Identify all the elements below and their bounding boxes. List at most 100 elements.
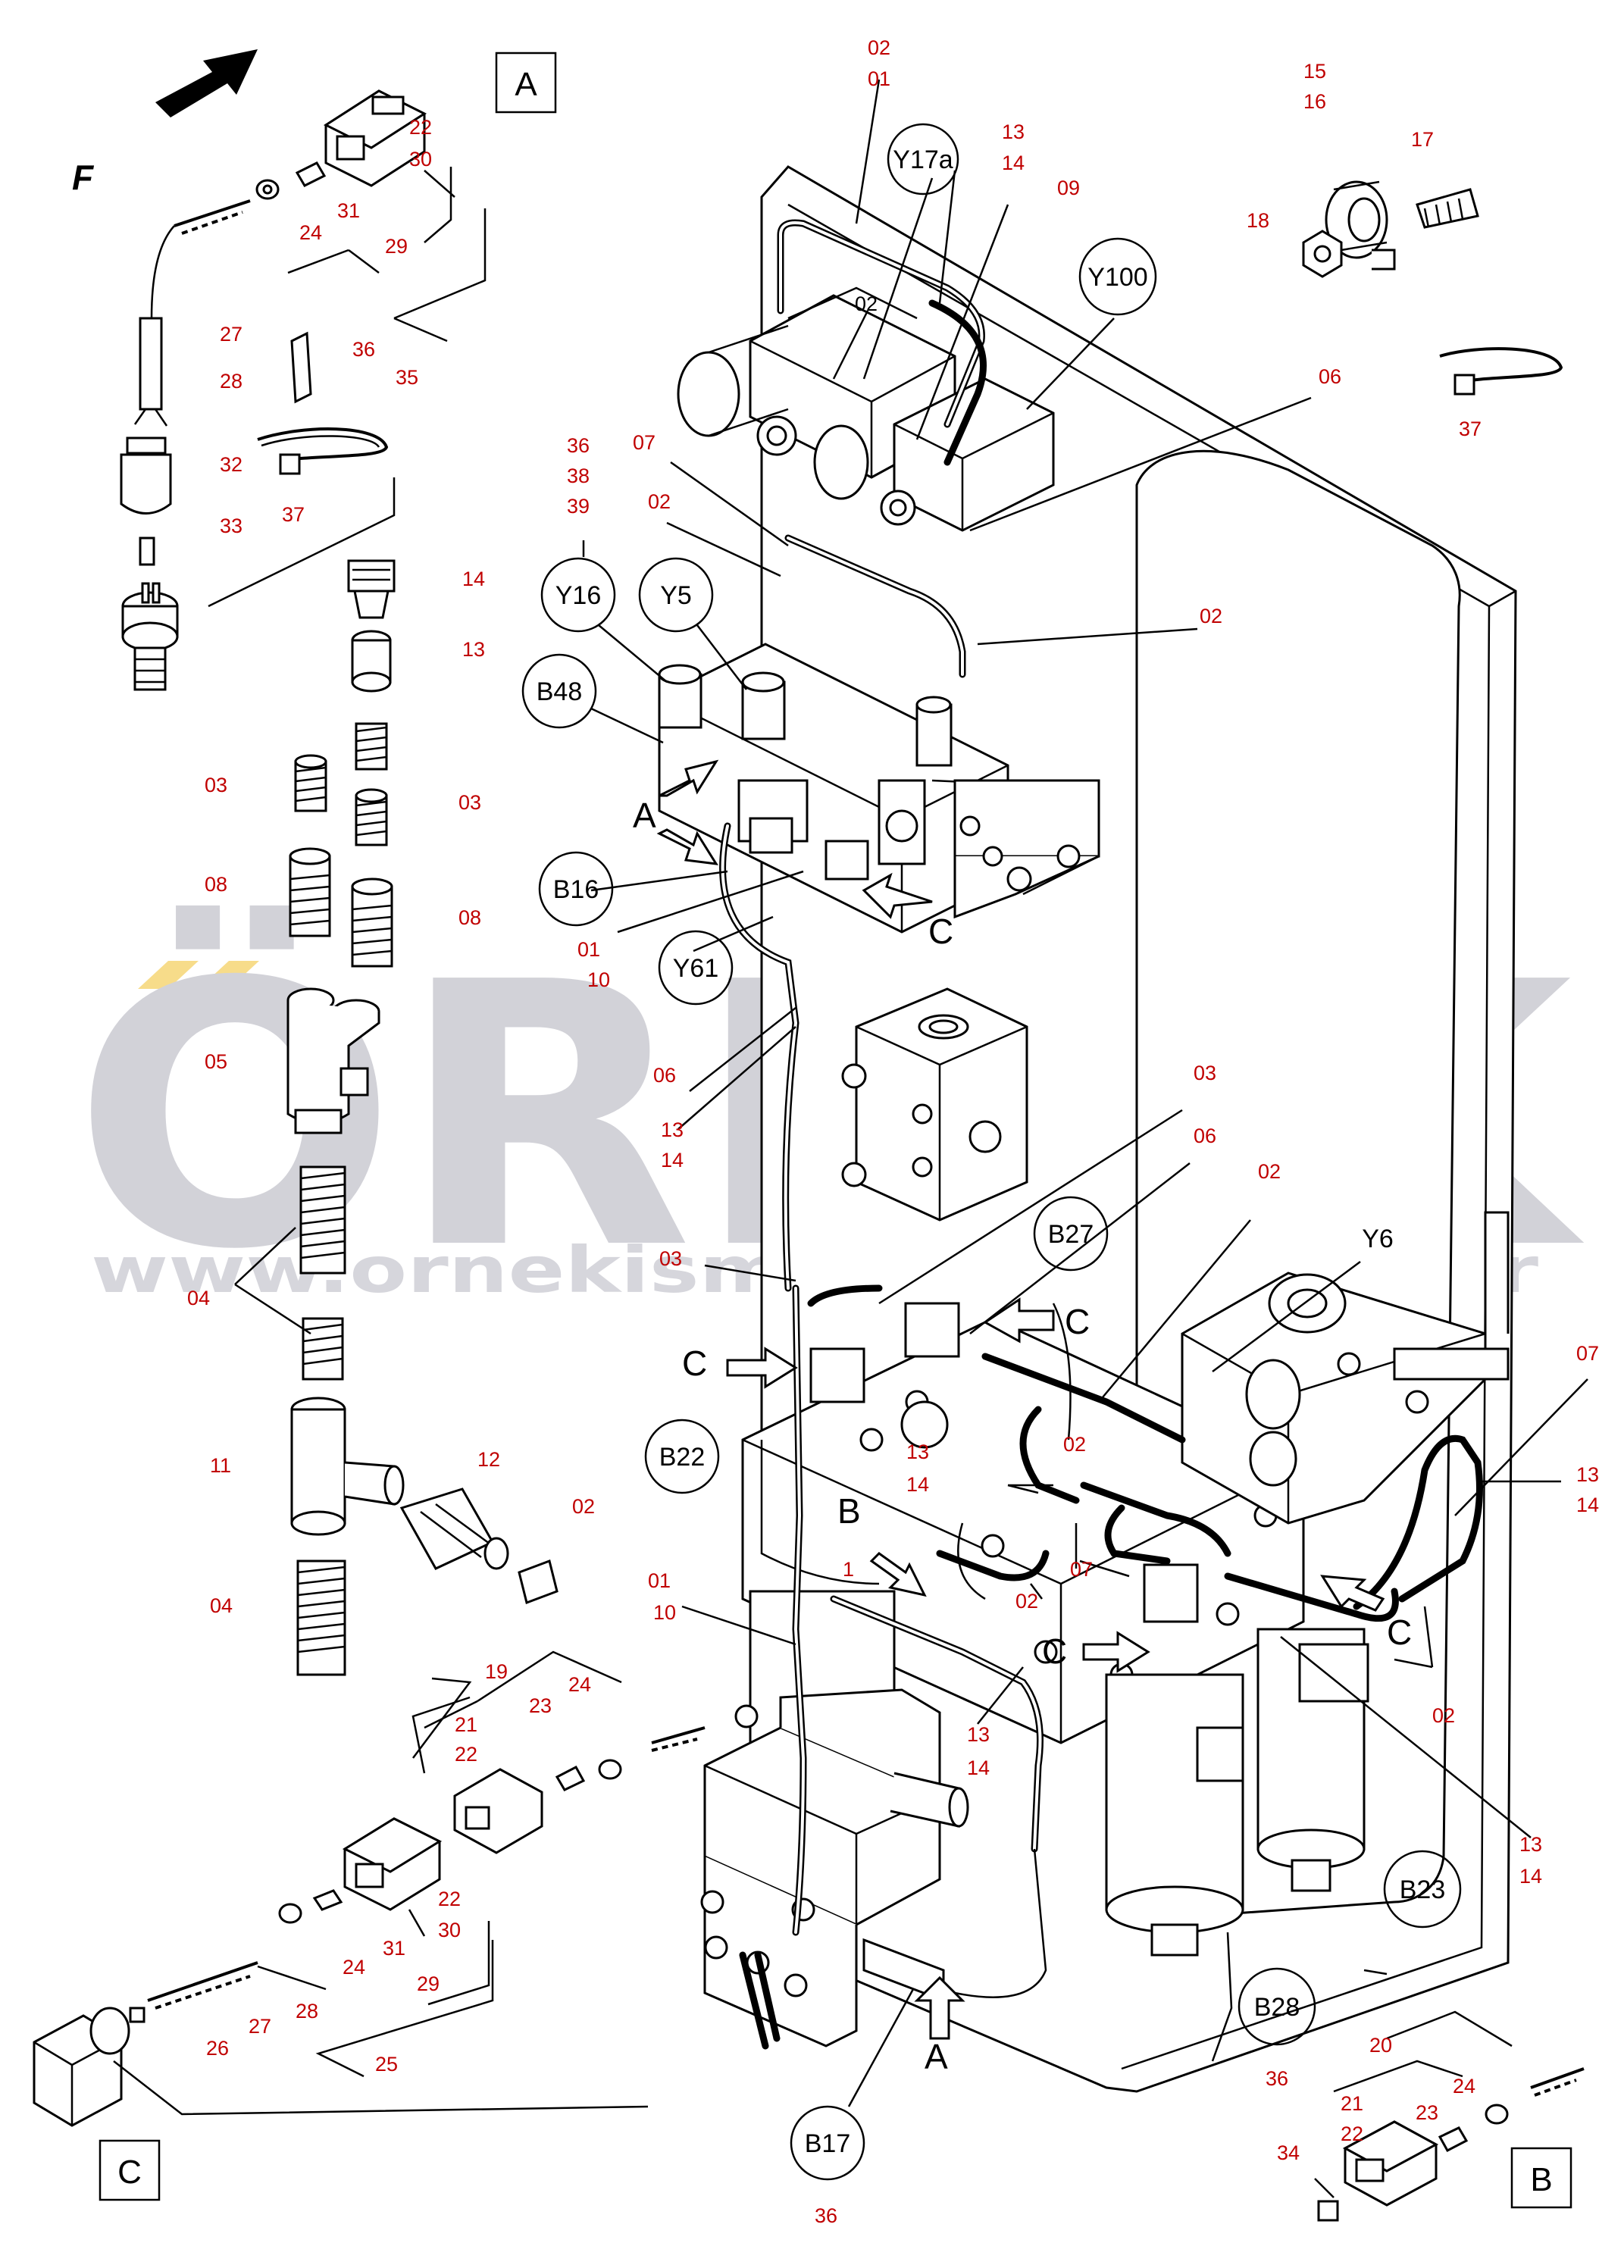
callout-label: 17 [1411, 128, 1434, 151]
callout-label: 01 [577, 938, 600, 961]
box-label-a: A [495, 52, 557, 114]
view-arrow-a-lower: A [914, 1976, 965, 2076]
callout-label: 37 [282, 503, 305, 526]
tag-b27: B27 [1033, 1196, 1109, 1272]
callout-label: 02 [868, 36, 890, 59]
component-tags: Y17a Y100 Y16 Y5 B48 B16 Y61 B27 [521, 123, 1462, 2181]
callout-label: 23 [529, 1694, 552, 1717]
callout-label: 30 [438, 1919, 461, 1941]
callout-label: 36 [567, 434, 590, 457]
svg-text:A: A [925, 2037, 948, 2076]
connector-plug-b-icon [1342, 2120, 1439, 2207]
solenoid-plug-icon [33, 2007, 146, 2127]
detail-c-connector-kit [33, 1650, 706, 2127]
callout-label: 06 [1194, 1125, 1216, 1147]
svg-text:A: A [515, 66, 537, 103]
filter-b28 [1105, 1673, 1244, 1957]
svg-text:B17: B17 [805, 2129, 851, 2158]
callout-label: 22 [1341, 2123, 1363, 2145]
pressure-switch-icon [121, 582, 179, 691]
svg-text:B23: B23 [1400, 1875, 1446, 1904]
tee-fitting-lower-icon [290, 1397, 405, 1536]
callout-label: 13 [462, 638, 485, 661]
callout-label: 39 [567, 495, 590, 518]
callout-label: 01 [868, 67, 890, 90]
view-arrow-c-b27: C [983, 1297, 1090, 1344]
svg-text:B: B [837, 1491, 861, 1531]
callout-label: 36 [352, 338, 375, 361]
callout-label: 02 [855, 292, 878, 315]
valve-block-y6 [1181, 1211, 1510, 1525]
filter-b23 [1256, 1628, 1369, 1892]
cable-tie-37-right [1439, 347, 1563, 396]
svg-text:Y16: Y16 [555, 581, 602, 610]
svg-text:C: C [682, 1344, 707, 1383]
callout-label: 03 [659, 1247, 682, 1270]
callout-label: 24 [299, 221, 322, 244]
valve-cluster-y16-y5 [658, 643, 1100, 934]
callout-label: 36 [1266, 2067, 1288, 2090]
tag-y17a: Y17a [887, 123, 959, 196]
valve-block-y100 [813, 377, 1055, 532]
callout-label: 22 [438, 1888, 461, 1910]
svg-text:B27: B27 [1048, 1220, 1094, 1249]
nut-18 [1302, 230, 1343, 278]
callout-label: 14 [967, 1757, 990, 1779]
callout-label: 05 [205, 1050, 227, 1073]
manifold-cube [841, 987, 1028, 1222]
callout-label: 36 [815, 2204, 837, 2227]
svg-text:Y61: Y61 [673, 954, 719, 983]
fitting-stack [234, 559, 559, 1676]
callout-label: 14 [462, 568, 485, 590]
callout-label: 13 [661, 1118, 684, 1141]
svg-text:B16: B16 [553, 875, 599, 904]
svg-text:C: C [1387, 1613, 1412, 1652]
callout-label: 07 [633, 431, 656, 454]
callout-label: 31 [383, 1937, 405, 1960]
tag-y5: Y5 [638, 557, 714, 633]
callout-label: 04 [210, 1594, 233, 1617]
direction-label: F [72, 158, 95, 197]
callout-label: 08 [458, 906, 481, 929]
tag-b23: B23 [1383, 1850, 1462, 1929]
pressure-sensor-12-icon [399, 1487, 509, 1570]
view-arrow-c-lower-right: C [1320, 1575, 1412, 1652]
callout-label: 07 [1070, 1558, 1093, 1581]
callout-label: 24 [1453, 2075, 1475, 2098]
callout-label: 28 [220, 370, 243, 393]
callout-label: 24 [568, 1673, 591, 1696]
callout-label: 06 [653, 1064, 676, 1087]
callout-label: 14 [661, 1149, 684, 1172]
valve-block-b17 [700, 1688, 969, 2047]
svg-text:Y6: Y6 [1362, 1225, 1394, 1253]
tag-y16: Y16 [540, 557, 616, 633]
svg-text:B28: B28 [1254, 1993, 1300, 2022]
connector-plug-c-icon [342, 1817, 443, 1911]
svg-text:B22: B22 [659, 1443, 706, 1472]
callout-label: 23 [1416, 2101, 1438, 2124]
callout-label: 1 [843, 1558, 854, 1581]
callout-label: 25 [375, 2053, 398, 2076]
callout-label: 07 [1576, 1342, 1599, 1365]
svg-text:C: C [1042, 1631, 1067, 1671]
callout-label: 24 [343, 1956, 365, 1979]
detail-b-connector-kit [1314, 2010, 1585, 2222]
callout-label: 37 [1459, 418, 1482, 440]
callout-label: 18 [1247, 209, 1269, 232]
callout-label: 06 [1319, 365, 1341, 388]
svg-text:A: A [633, 796, 656, 835]
box-label-c: C [99, 2139, 161, 2201]
callout-label: 08 [205, 873, 227, 896]
svg-text:C: C [928, 912, 953, 951]
svg-text:Y17a: Y17a [893, 145, 953, 174]
callout-label: 10 [653, 1601, 676, 1624]
screw-17 [1416, 188, 1479, 229]
callout-label: 13 [1519, 1833, 1542, 1856]
forward-direction-indicator: F [72, 49, 258, 197]
callout-label: 19 [485, 1660, 508, 1683]
svg-text:B48: B48 [537, 677, 583, 706]
svg-text:B: B [1530, 2161, 1552, 2198]
callout-label: 29 [417, 1972, 440, 1995]
tag-b28: B28 [1238, 1967, 1316, 2046]
callout-label: 38 [567, 465, 590, 487]
